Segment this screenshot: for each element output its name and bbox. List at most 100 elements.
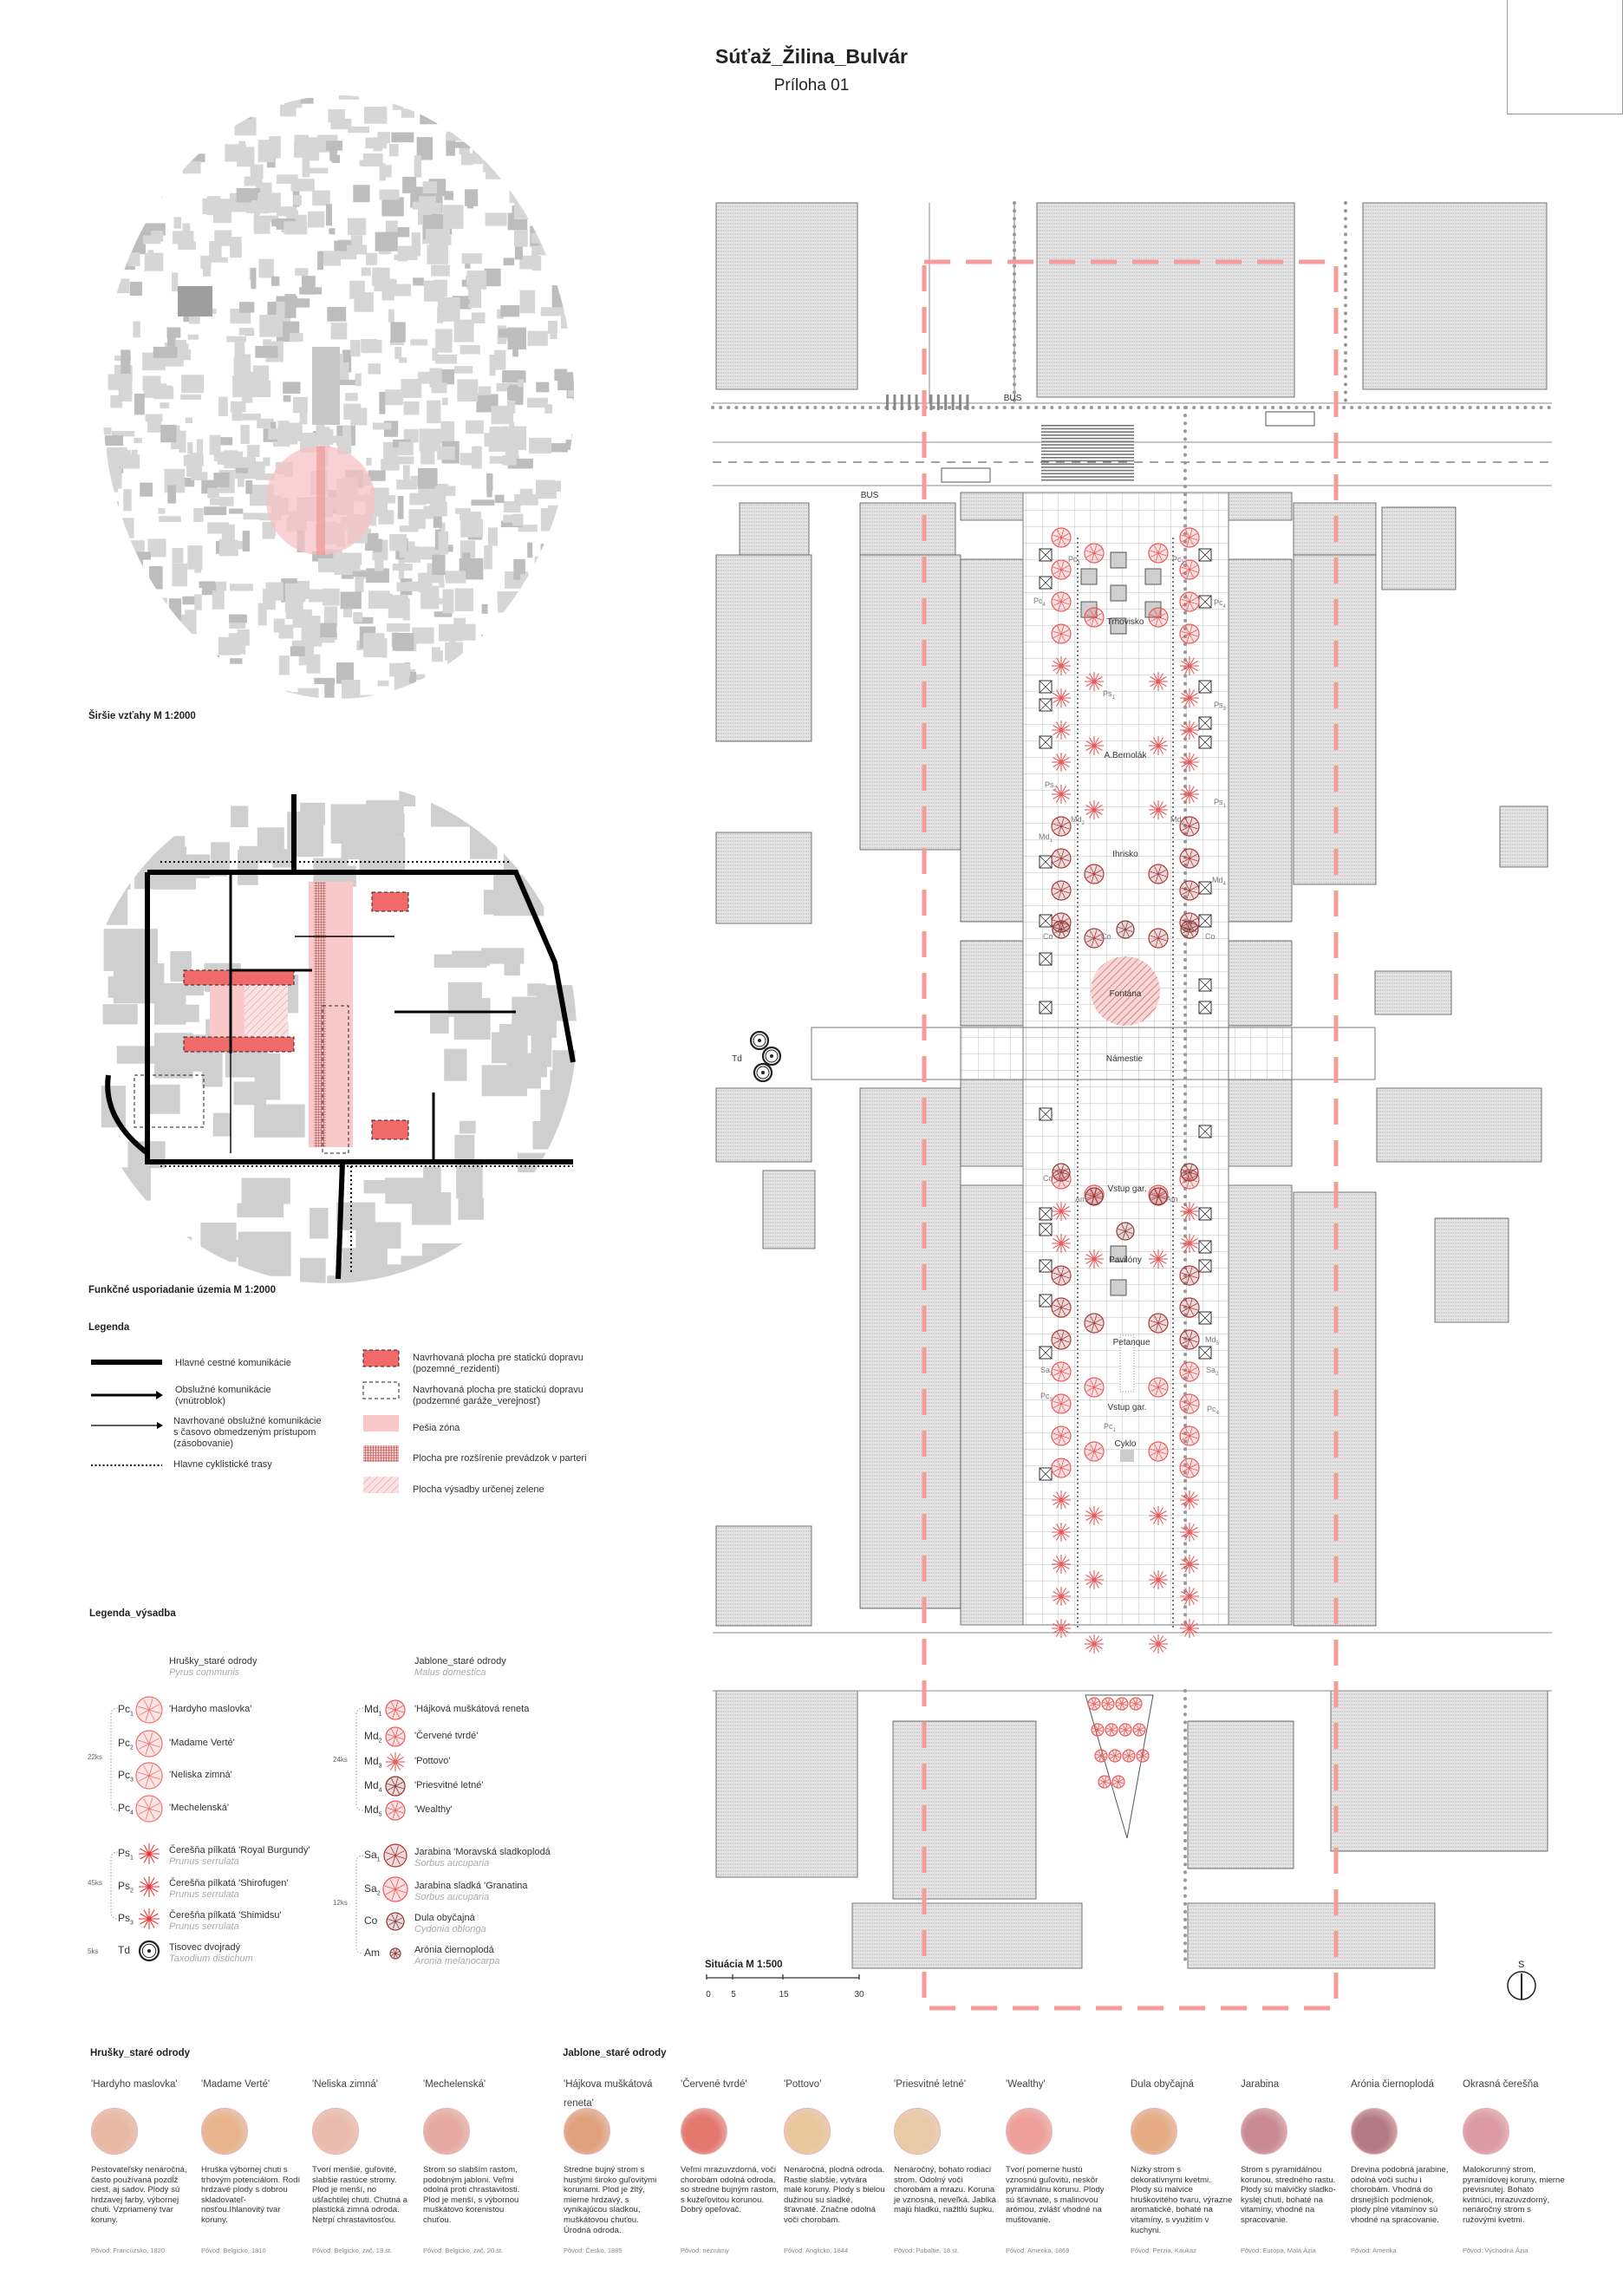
building-block <box>489 354 496 376</box>
pears-heading: Hrušky_staré odrody <box>169 1656 257 1667</box>
building-block <box>456 1158 483 1199</box>
planter-box <box>1198 1207 1212 1221</box>
building-block <box>329 708 336 721</box>
building-block <box>399 357 407 363</box>
building-block <box>280 104 297 117</box>
tree-symbol <box>1179 816 1200 837</box>
code-letters: Ps <box>118 1847 131 1859</box>
tree-symbol <box>1052 1202 1071 1221</box>
building-block <box>401 1256 433 1283</box>
plan-label-petanque: Petanque <box>1112 1338 1150 1347</box>
pears-latin: Pyrus communis <box>169 1667 240 1678</box>
building-block <box>423 439 437 446</box>
building-block <box>471 312 486 323</box>
building-block <box>460 345 480 355</box>
tree-symbol <box>1149 672 1168 691</box>
building-block <box>389 339 405 346</box>
building-block <box>435 329 453 353</box>
code-letters: Pc <box>1214 598 1223 607</box>
code-letters: Md <box>1170 815 1182 824</box>
building-block <box>104 875 131 890</box>
planter-box <box>1039 1294 1053 1308</box>
building-block <box>454 141 479 148</box>
code-letters: Pc <box>118 1769 131 1781</box>
building-block <box>444 191 453 200</box>
building-block <box>272 849 297 868</box>
tree-symbol <box>761 1046 782 1066</box>
building-block <box>468 682 475 691</box>
building-block <box>423 480 432 505</box>
tree-symbol <box>1051 559 1072 580</box>
variety-name: 'Červené tvrdé' <box>681 2079 747 2090</box>
building-block <box>212 199 231 224</box>
building-block <box>430 787 484 827</box>
building-block <box>165 129 174 147</box>
building-block <box>375 232 398 251</box>
building-block <box>353 611 363 623</box>
building-block <box>557 119 574 126</box>
building-block <box>563 825 577 864</box>
building-block <box>423 506 434 519</box>
variety-card: 'Wealthy'Tvorí pomerne hustú vznosnú guľ… <box>1006 2075 1108 2254</box>
building-block <box>552 480 562 492</box>
code-letters: Md <box>364 1730 379 1742</box>
apple-variety-name: 'Hájková muškátová reneta <box>414 1704 530 1714</box>
building-block <box>481 603 488 614</box>
building-block <box>236 187 260 203</box>
building-block <box>561 650 574 666</box>
building-block <box>512 612 530 621</box>
building-block <box>94 878 128 925</box>
building-block <box>270 276 280 286</box>
tree-symbol <box>1179 1297 1200 1318</box>
building-block <box>178 135 189 153</box>
building-block <box>552 1050 577 1084</box>
tree-symbol <box>1180 1202 1199 1221</box>
building-block <box>251 268 257 290</box>
plan-label-bus_1: BUS <box>1003 394 1022 403</box>
building-block <box>368 363 381 375</box>
building-block <box>323 606 338 627</box>
building-block <box>438 623 463 642</box>
variety-origin: Pôvod: Amerika <box>1351 2247 1397 2254</box>
building-block <box>343 403 362 420</box>
building-block <box>319 251 341 266</box>
planter-box <box>1198 716 1212 730</box>
tree-symbol <box>135 1795 163 1823</box>
variety-origin: Pôvod: Belgicko, zač. 20.st. <box>423 2247 504 2254</box>
building-block <box>505 645 513 657</box>
building-block <box>531 139 547 155</box>
building <box>1374 970 1452 1015</box>
building-block <box>102 689 119 699</box>
building-block <box>507 109 529 132</box>
building-block <box>453 682 474 693</box>
building-block <box>513 200 532 220</box>
building-block <box>410 339 428 346</box>
code-index: 3 <box>130 1920 134 1927</box>
building-block <box>381 197 404 217</box>
building-block <box>116 629 129 651</box>
building-block <box>364 107 388 124</box>
building-block <box>300 97 314 104</box>
building-block <box>121 558 139 581</box>
building-block <box>541 830 557 858</box>
building-block <box>268 428 292 440</box>
code-letters: Md <box>364 1755 379 1767</box>
building-block <box>432 348 438 361</box>
code-index: 1 <box>1222 803 1226 809</box>
tree-symbol <box>1179 1458 1200 1478</box>
building-block <box>465 189 479 206</box>
building-block <box>439 699 460 717</box>
building-block <box>511 181 535 195</box>
building <box>851 1902 1083 1969</box>
legend-service-roads: Obslužné komunikácie (vnútroblok) <box>175 1385 271 1406</box>
building-block <box>342 425 351 439</box>
building-block <box>148 597 167 612</box>
building-block <box>322 588 340 606</box>
building-block <box>102 427 112 435</box>
building-block <box>200 651 212 662</box>
building-block <box>540 544 559 565</box>
tree-symbol <box>1122 1749 1136 1763</box>
code-index: 1 <box>1077 560 1080 566</box>
building-block <box>299 287 322 295</box>
building-block <box>562 531 574 551</box>
